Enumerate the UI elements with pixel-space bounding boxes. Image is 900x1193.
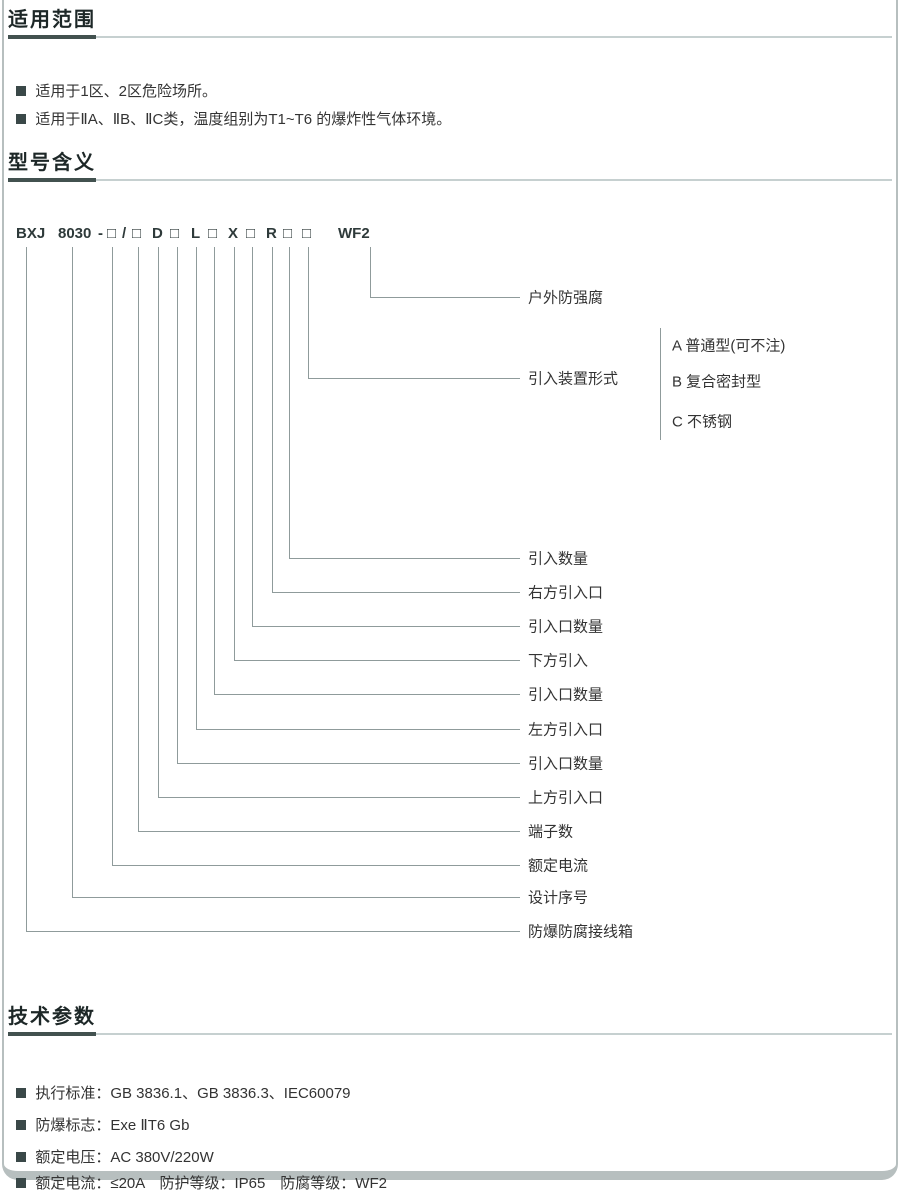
- tech-bullet-3: 额定电压：AC 380V/220W: [8, 1129, 214, 1167]
- leader-line: [234, 660, 520, 661]
- entry-option-b: B 复合密封型: [672, 373, 762, 391]
- entry-option-a: A 普通型(可不注): [672, 337, 786, 355]
- code-part: □: [283, 225, 293, 242]
- leader-line: [138, 831, 520, 832]
- options-divider: [660, 328, 661, 440]
- leader-line: [177, 763, 520, 764]
- leader-line: [26, 247, 27, 931]
- code-part: L: [191, 225, 201, 242]
- leader-line: [138, 247, 139, 831]
- code-part: /: [122, 225, 127, 242]
- leader-line: [252, 626, 520, 627]
- model-code-diagram: BXJ 8030 - □ / □ D □ L □ X □ R □ □ WF2 户…: [8, 225, 892, 960]
- diagram-label: 设计序号: [528, 889, 589, 907]
- code-part: BXJ: [16, 225, 46, 242]
- scope-bullet-2: 适用于ⅡA、ⅡB、ⅡC类，温度组别为T1~T6 的爆炸性气体环境。: [8, 91, 451, 129]
- tech-bullet-4: 额定电流：≤20A 防护等级：IP65 防腐等级：WF2: [8, 1155, 387, 1193]
- leader-line: [177, 247, 178, 763]
- diagram-label: 下方引入: [528, 652, 589, 670]
- tech-bullet-1: 执行标准：GB 3836.1、GB 3836.3、IEC60079: [8, 1065, 351, 1103]
- leader-line: [272, 247, 273, 592]
- diagram-label: 引入装置形式: [528, 370, 619, 388]
- code-part: □: [132, 225, 142, 242]
- code-part: □: [246, 225, 256, 242]
- code-part: D: [152, 225, 163, 242]
- code-part: □: [302, 225, 312, 242]
- diagram-label: 左方引入口: [528, 721, 604, 739]
- leader-line: [234, 247, 235, 660]
- scope-bullet-1: 适用于1区、2区危险场所。: [8, 63, 217, 101]
- leader-line: [158, 797, 520, 798]
- leader-line: [196, 247, 197, 729]
- entry-option-c: C 不锈钢: [672, 413, 733, 431]
- code-part: -: [98, 225, 103, 242]
- leader-line: [289, 247, 290, 558]
- code-part: X: [228, 225, 239, 242]
- bullet-square-icon: [16, 86, 27, 96]
- leader-line: [214, 694, 520, 695]
- leader-line: [72, 247, 73, 897]
- bullet-square-icon: [16, 1152, 27, 1162]
- section-rule-scope: [8, 35, 892, 39]
- section-title-model: 型号含义: [8, 152, 96, 174]
- leader-line: [158, 247, 159, 797]
- leader-line: [272, 592, 520, 593]
- diagram-label: 引入口数量: [528, 755, 604, 773]
- diagram-label: 防爆防腐接线箱: [528, 923, 634, 941]
- section-title-tech: 技术参数: [8, 1006, 96, 1028]
- scope-bullet-1-text: 适用于1区、2区危险场所。: [35, 83, 218, 100]
- scope-bullet-2-text: 适用于ⅡA、ⅡB、ⅡC类，温度组别为T1~T6 的爆炸性气体环境。: [35, 111, 452, 128]
- diagram-label: 引入口数量: [528, 618, 604, 636]
- tech-bullet-2: 防爆标志：Exe ⅡT6 Gb: [8, 1097, 189, 1135]
- code-part: WF2: [338, 225, 370, 242]
- leader-line: [214, 247, 215, 694]
- diagram-label: 引入数量: [528, 550, 589, 568]
- tech-bullet-4-text: 额定电流：≤20A 防护等级：IP65 防腐等级：WF2: [35, 1175, 387, 1192]
- code-part: □: [208, 225, 218, 242]
- leader-line: [289, 558, 520, 559]
- tech-bullet-2-text: 防爆标志：Exe ⅡT6 Gb: [35, 1117, 190, 1134]
- diagram-label: 上方引入口: [528, 789, 604, 807]
- leader-line: [370, 247, 371, 297]
- leader-line: [252, 247, 253, 626]
- diagram-label: 引入口数量: [528, 686, 604, 704]
- diagram-label: 右方引入口: [528, 584, 604, 602]
- diagram-label: 户外防强腐: [528, 289, 604, 307]
- section-rule-tech: [8, 1032, 892, 1036]
- section-rule-model: [8, 178, 892, 182]
- code-part: □: [170, 225, 180, 242]
- bullet-square-icon: [16, 114, 27, 124]
- code-part: □: [107, 225, 117, 242]
- bullet-square-icon: [16, 1120, 27, 1130]
- diagram-label: 端子数: [528, 823, 574, 841]
- leader-line: [308, 378, 520, 379]
- leader-line: [308, 247, 309, 378]
- code-part: R: [266, 225, 277, 242]
- leader-line: [72, 897, 520, 898]
- tech-bullet-3-text: 额定电压：AC 380V/220W: [35, 1149, 214, 1166]
- leader-line: [112, 865, 520, 866]
- section-title-scope: 适用范围: [8, 9, 96, 31]
- leader-line: [112, 247, 113, 865]
- bullet-square-icon: [16, 1088, 27, 1098]
- leader-line: [26, 931, 520, 932]
- code-part: 8030: [58, 225, 92, 242]
- diagram-label: 额定电流: [528, 857, 589, 875]
- leader-line: [370, 297, 520, 298]
- leader-line: [196, 729, 520, 730]
- tech-bullet-1-text: 执行标准：GB 3836.1、GB 3836.3、IEC60079: [35, 1085, 351, 1102]
